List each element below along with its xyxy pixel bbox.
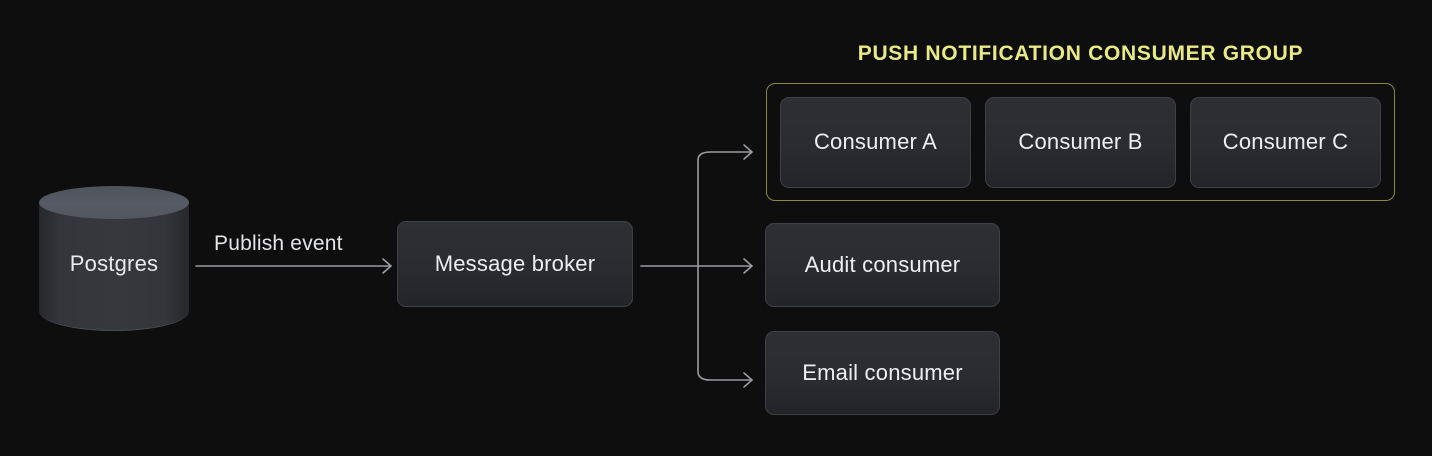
consumer-c-label: Consumer C	[1222, 129, 1349, 154]
arrowhead-to-audit	[743, 258, 753, 274]
edge-junction-to-consumer-group	[697, 151, 753, 267]
arrowhead-to-consumer-group	[743, 144, 753, 160]
postgres-label: Postgres	[69, 250, 159, 276]
arrowhead-postgres-to-broker	[382, 258, 392, 274]
cylinder-top-ellipse	[39, 186, 189, 219]
publish-event-label: Publish event	[214, 232, 343, 255]
consumer-c-node[interactable]: Consumer C	[1190, 96, 1381, 188]
consumer-b-label: Consumer B	[1018, 129, 1143, 154]
consumer-a-node[interactable]: Consumer A	[780, 96, 971, 188]
audit-consumer-label: Audit consumer	[804, 252, 961, 277]
message-broker-node[interactable]: Message broker	[397, 221, 633, 307]
consumer-group-title: PUSH NOTIFICATION CONSUMER GROUP	[857, 42, 1304, 65]
audit-consumer-node[interactable]: Audit consumer	[765, 223, 1000, 307]
email-consumer-label: Email consumer	[802, 360, 963, 385]
email-consumer-node[interactable]: Email consumer	[765, 331, 1000, 415]
consumer-b-node[interactable]: Consumer B	[985, 96, 1176, 188]
message-broker-label: Message broker	[434, 251, 596, 276]
postgres-database-node[interactable]: Postgres	[39, 186, 189, 331]
edge-junction-to-email	[697, 265, 753, 381]
push-notification-consumer-group: Consumer A Consumer B Consumer C	[766, 83, 1395, 201]
cylinder-body	[39, 202, 189, 331]
consumer-a-label: Consumer A	[813, 129, 938, 154]
arrowhead-to-email	[743, 372, 753, 388]
